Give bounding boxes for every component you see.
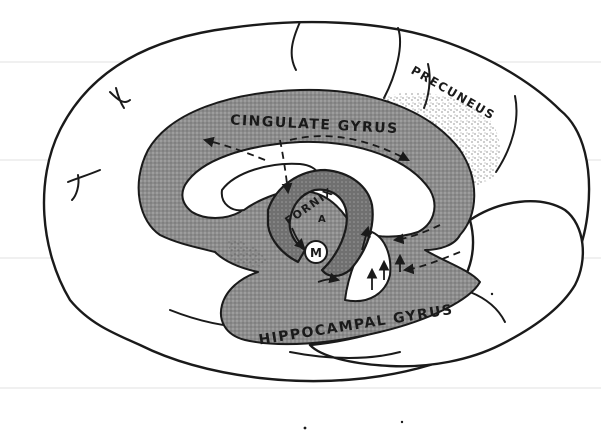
temporal-speckle <box>228 238 268 267</box>
label-a: A <box>318 214 327 225</box>
mammillary-body <box>304 240 328 264</box>
arrow-cingulate-forward <box>289 135 410 162</box>
arrow-fornix-mammillary <box>291 227 306 250</box>
label-mammillary: M <box>310 246 323 260</box>
arrow-fornix-up <box>360 225 371 251</box>
stray-marks <box>303 292 494 430</box>
arrow-cingulate-back <box>202 136 266 161</box>
arrow-cingulate-down <box>279 139 293 195</box>
arrow-hippocampal-1 <box>317 272 341 284</box>
limbic-lobe <box>137 88 481 346</box>
arrow-posterior <box>392 224 441 245</box>
arrow-hippocampal-back <box>402 251 461 275</box>
